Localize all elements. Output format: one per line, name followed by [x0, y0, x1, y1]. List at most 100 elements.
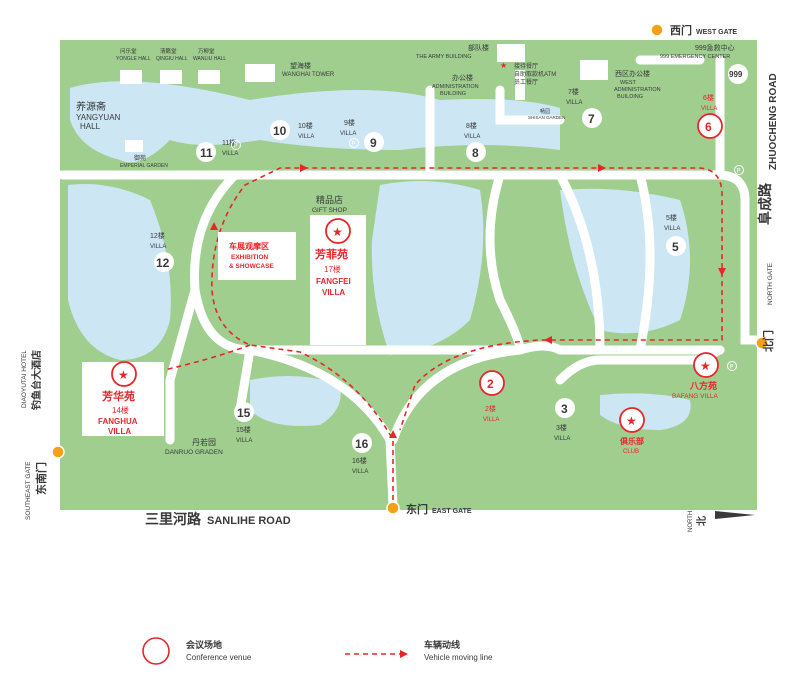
- villa-11-num: 11: [200, 146, 213, 160]
- fanghua-en: FANGHUA: [98, 417, 138, 426]
- emergency-badge: [728, 64, 748, 84]
- southeast-gate-en: SOUTHEAST GATE: [25, 461, 32, 520]
- villa-15[interactable]: 15 15楼 VILLA: [234, 402, 254, 444]
- north-arrow-cn: 北: [695, 516, 708, 526]
- parking-icon: P: [727, 361, 737, 371]
- legend: 会议场地 Conference venue 车辆动线 Vehicle movin…: [142, 637, 493, 665]
- diaoyutai-hotel-en: DIAOYUTAI HOTEL: [21, 350, 28, 408]
- fangfei-line2: 17楼: [324, 264, 341, 274]
- sanlihe-road-en: SANLIHE ROAD: [207, 515, 291, 527]
- west-gate-en: WEST GATE: [696, 29, 737, 36]
- vehicle-route: [154, 167, 723, 500]
- club-cn: 俱乐部: [619, 436, 644, 446]
- roads: [57, 55, 763, 510]
- shisan-garden-cn: 畅园: [540, 108, 550, 115]
- diaoyutai-hotel-cn: 钓鱼台大酒店: [30, 350, 43, 410]
- villa-7-num: 7: [588, 112, 595, 126]
- star-icon: ★: [332, 225, 343, 239]
- villa-10[interactable]: 10 10楼 VILLA: [270, 120, 314, 140]
- west-gate-marker[interactable]: [650, 23, 664, 37]
- star-icon: ★: [500, 61, 507, 70]
- wanghai-tower-en: WANGHAI TOWER: [282, 72, 335, 78]
- parking-label: P: [730, 365, 734, 371]
- villa-5[interactable]: 5 5楼 VILLA: [664, 213, 686, 256]
- yongle-hall-cn: 问乐堂: [120, 47, 137, 55]
- venue-fanghua[interactable]: ★ 芳华苑 14楼 FANGHUA VILLA: [98, 361, 138, 436]
- hall-labels: 问乐堂 YONGLE HALL 清籁堂 QINGIU HALL 万柳堂 WANL…: [116, 47, 335, 78]
- exhibition-en2: & SHOWCASE: [229, 263, 274, 270]
- villa-15-en: VILLA: [236, 438, 252, 444]
- villa-8-num: 8: [472, 146, 479, 160]
- villa-6-cn: 6楼: [703, 93, 714, 102]
- villa-7-cn: 7楼: [568, 87, 579, 96]
- north-gate-cn: 北门: [761, 330, 775, 352]
- villa-8-en: VILLA: [464, 134, 480, 140]
- star-icon: ★: [118, 368, 129, 382]
- gift-shop-cn: 精品店: [316, 194, 343, 205]
- villa-12[interactable]: 12 12楼 VILLA: [150, 231, 174, 272]
- villa-16-cn: 16楼: [352, 456, 367, 465]
- villa-9-cn: 9楼: [344, 118, 355, 127]
- reception-line2: 自助取款机ATM: [514, 70, 556, 78]
- legend-route-arrow: [400, 650, 408, 658]
- north-arrow-en: NORTH: [688, 511, 694, 532]
- venue-villa-6[interactable]: 6 6楼 VILLA: [697, 93, 723, 139]
- legend-venue-en: Conference venue: [186, 653, 252, 662]
- emergency-center-cn: 999急救中心: [695, 43, 735, 52]
- emperial-garden-en: EMPERIAL GARDEN: [120, 163, 168, 169]
- legend-route-en: Vehicle moving line: [424, 653, 493, 662]
- villa-11[interactable]: 11 11楼 VILLA: [196, 138, 238, 162]
- yangyuan-hall-en: YANGYUAN: [76, 113, 121, 122]
- fangfei-en2: VILLA: [322, 288, 345, 297]
- star-icon: ★: [626, 414, 637, 428]
- yangyuan-hall-cn: 养源斋: [76, 100, 106, 113]
- admin-building-en2: BUILDING: [440, 91, 466, 97]
- villa-3[interactable]: 3 3楼 VILLA: [554, 398, 575, 442]
- parking-icon: P: [231, 140, 241, 150]
- villa-8[interactable]: 8 8楼 VILLA: [464, 121, 486, 162]
- villa-8-cn: 8楼: [466, 121, 477, 130]
- emergency-badge-text: 999: [729, 70, 743, 79]
- southeast-gate-marker[interactable]: [51, 445, 65, 459]
- villa-7[interactable]: 7 7楼 VILLA: [566, 87, 602, 128]
- yongle-hall-en: YONGLE HALL: [116, 56, 151, 62]
- villa-6-num: 6: [705, 120, 712, 134]
- villa-16-en: VILLA: [352, 469, 368, 475]
- villa-2-cn: 2楼: [485, 404, 496, 413]
- villa-11-en: VILLA: [222, 151, 238, 157]
- north-gate-en: NORTH GATE: [767, 262, 774, 305]
- exhibition-cn: 车展观摩区: [229, 241, 269, 251]
- villa-10-num: 10: [273, 124, 287, 138]
- north-gate-marker[interactable]: [755, 336, 769, 350]
- villa-2-en: VILLA: [483, 417, 499, 423]
- reception-line3: 员工餐厅: [514, 78, 538, 86]
- venue-bafang[interactable]: ★ 八方苑 BAFANG VILLA: [672, 352, 719, 400]
- villa-9[interactable]: 9 9楼 VILLA: [340, 118, 384, 152]
- villa-16[interactable]: 16 16楼 VILLA: [352, 433, 372, 475]
- parking-icon: P: [349, 138, 359, 148]
- admin-building-en: ADMINISTRATION: [432, 84, 479, 90]
- venue-fangfei[interactable]: ★ 芳菲苑 17楼 FANGFEI VILLA: [315, 218, 351, 297]
- villa-10-cn: 10楼: [298, 121, 313, 130]
- venue-club[interactable]: ★ 俱乐部 CLUB: [619, 407, 645, 455]
- villa-5-cn: 5楼: [666, 213, 677, 222]
- villa-3-en: VILLA: [554, 436, 570, 442]
- east-gate-marker[interactable]: [386, 501, 400, 515]
- fangfei-en: FANGFEI: [316, 277, 351, 286]
- villa-3-cn: 3楼: [556, 423, 567, 432]
- reception-line1: 接待餐厅: [514, 62, 538, 70]
- danruo-garden-en: DANRUO GRADEN: [165, 449, 223, 456]
- venue-villa-2[interactable]: 2 2楼 VILLA: [479, 370, 505, 423]
- exhibition-en: EXHIBITION: [231, 254, 269, 261]
- army-building-en: THE ARMY BUILDING: [416, 54, 472, 60]
- parking-label: P: [737, 169, 741, 175]
- gift-shop-en: GIFT SHOP: [312, 207, 347, 214]
- wanliu-hall-cn: 万柳堂: [198, 47, 215, 55]
- fanghua-line2: 14楼: [112, 405, 129, 415]
- villa-6-en: VILLA: [701, 106, 717, 112]
- wanghai-tower-cn: 望海楼: [290, 61, 311, 70]
- west-admin-en2: ADMINISTRATION: [614, 87, 661, 93]
